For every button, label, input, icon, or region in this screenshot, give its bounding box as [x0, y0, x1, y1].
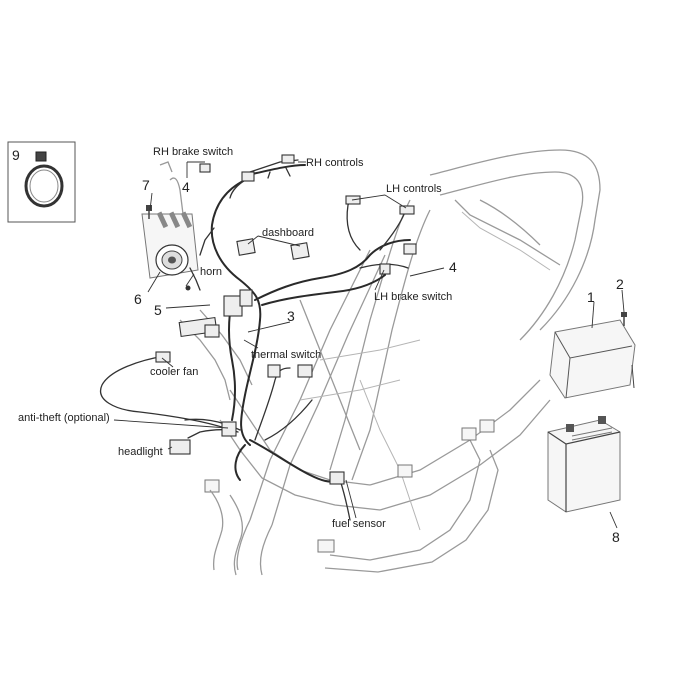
part-labels: RH brake switch RH controls LH controls …	[18, 146, 452, 530]
callout-1: 1	[587, 289, 595, 305]
label-rh-brake-switch: RH brake switch	[153, 146, 233, 158]
label-lh-brake-switch: LH brake switch	[374, 291, 452, 303]
callout-7: 7	[142, 177, 150, 193]
chassis-frame	[159, 149, 601, 576]
hose-clamp-icon	[24, 151, 64, 208]
clamp-inset: 9	[7, 141, 76, 223]
battery-cover-1	[549, 319, 636, 399]
label-dashboard: dashboard	[262, 227, 314, 239]
horn-assembly	[141, 211, 201, 291]
label-horn: horn	[200, 266, 222, 278]
label-headlight: headlight	[118, 446, 163, 458]
label-fuel-sensor: fuel sensor	[332, 518, 386, 530]
callout-3: 3	[287, 308, 295, 324]
callout-numbers: 1 2 3 4 4 5 6 7 8	[134, 177, 624, 545]
callout-4-right: 4	[449, 259, 457, 275]
callout-9: 9	[12, 147, 20, 163]
label-cooler-fan: cooler fan	[150, 366, 198, 378]
label-lh-controls: LH controls	[386, 183, 442, 195]
battery-8	[547, 416, 621, 513]
label-rh-controls: RH controls	[306, 157, 364, 169]
screw-7	[146, 205, 152, 219]
label-anti-theft: anti-theft (optional)	[18, 412, 110, 424]
callout-4-top: 4	[182, 179, 190, 195]
callout-8: 8	[612, 529, 620, 545]
leader-lines	[113, 161, 625, 529]
label-thermal-switch: thermal switch	[251, 349, 321, 361]
callout-6: 6	[134, 291, 142, 307]
callout-5: 5	[154, 302, 162, 318]
screw-2	[621, 312, 627, 326]
callout-2: 2	[616, 276, 624, 292]
